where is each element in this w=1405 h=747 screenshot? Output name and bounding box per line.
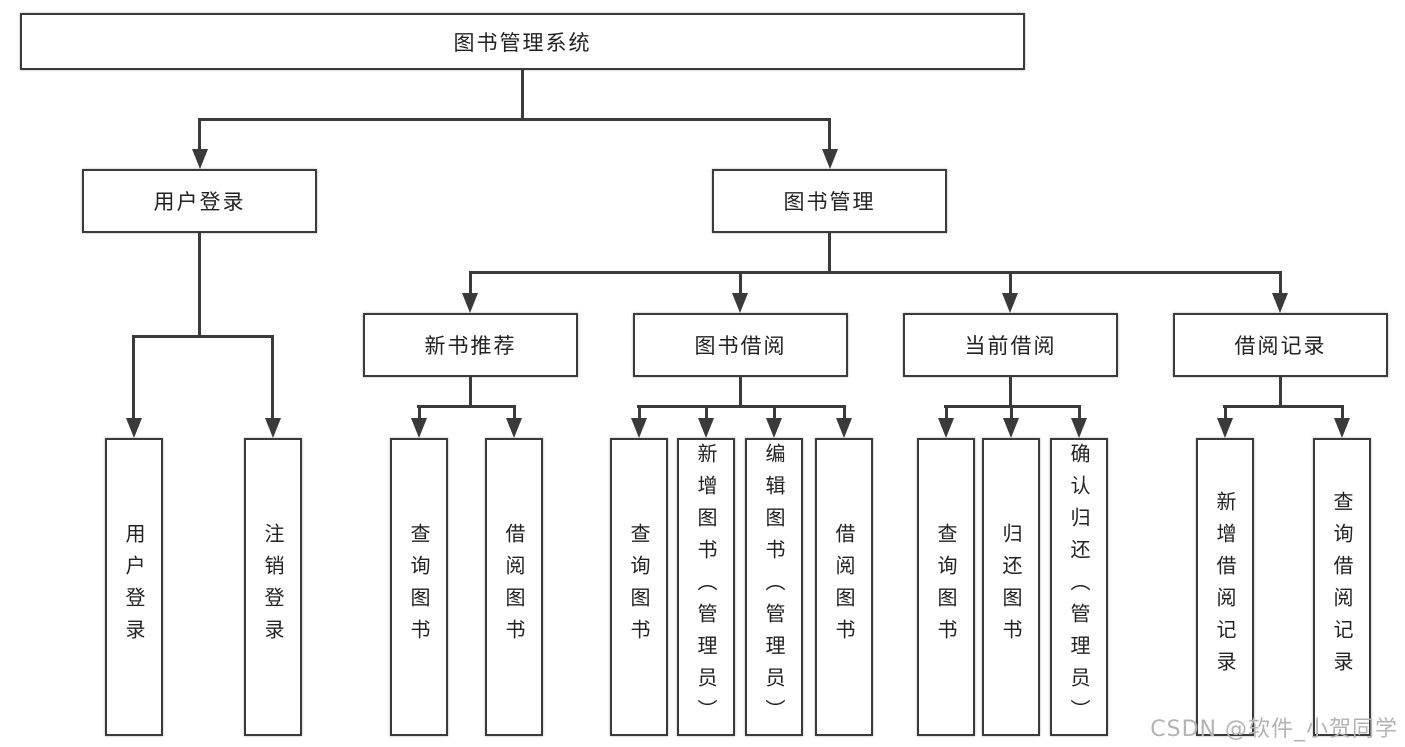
leaf-cb-confirm-return-admin: 确认归还（管理员）	[1050, 438, 1108, 736]
connector-arrow	[938, 418, 954, 438]
leaf-nb-query-book-label: 查询图书	[407, 523, 431, 651]
leaf-cb-query-book-label: 查询图书	[934, 523, 958, 651]
leaf-user-login: 用户登录	[105, 438, 163, 736]
leaf-nb-borrow-book-label: 借阅图书	[502, 523, 526, 651]
leaf-bb-query-book: 查询图书	[610, 438, 668, 736]
connector-line	[1010, 405, 1013, 418]
connector-line	[739, 377, 742, 408]
leaf-bb-add-book-admin: 新增图书（管理员）	[677, 438, 735, 736]
connector-arrow	[1003, 418, 1019, 438]
leaf-nb-borrow-book: 借阅图书	[485, 438, 543, 736]
connector-line	[132, 335, 135, 418]
leaf-bb-borrow-book-label: 借阅图书	[832, 523, 856, 651]
connector-arrow	[822, 149, 838, 169]
connector-line	[1078, 405, 1081, 418]
connector-arrow	[1272, 293, 1288, 313]
leaf-bb-edit-book-admin-label: 编辑图书（管理员）	[762, 443, 786, 731]
connector-arrow	[1217, 418, 1233, 438]
connector-line	[638, 405, 641, 418]
connector-line	[843, 405, 846, 418]
connector-line	[1341, 405, 1344, 418]
connector-line	[945, 405, 948, 418]
leaf-cb-return-book: 归还图书	[982, 438, 1040, 736]
connector-arrow	[766, 418, 782, 438]
leaf-cb-confirm-return-admin-label: 确认归还（管理员）	[1067, 443, 1091, 731]
watermark: CSDN @软件_小贺同学	[1150, 717, 1398, 742]
node-book-management-label: 图书管理	[783, 190, 876, 214]
node-new-book-recommend-label: 新书推荐	[424, 334, 517, 358]
connector-line	[469, 271, 1281, 274]
connector-line	[705, 405, 708, 418]
connector-line	[198, 233, 201, 338]
node-book-management: 图书管理	[712, 169, 947, 233]
connector-line	[773, 405, 776, 418]
leaf-bb-query-book-label: 查询图书	[627, 523, 651, 651]
node-root-label: 图书管理系统	[453, 30, 592, 55]
connector-line	[739, 271, 742, 293]
connector-line	[418, 405, 421, 418]
connector-line	[132, 335, 274, 338]
node-borrow-records-label: 借阅记录	[1234, 334, 1327, 358]
connector-line	[271, 335, 274, 418]
node-new-book-recommend: 新书推荐	[363, 313, 578, 377]
connector-line	[1279, 271, 1282, 293]
node-book-borrow: 图书借阅	[633, 313, 848, 377]
leaf-br-add-record: 新增借阅记录	[1196, 438, 1254, 736]
connector-arrow	[411, 418, 427, 438]
connector-arrow	[732, 293, 748, 313]
node-current-borrow-label: 当前借阅	[964, 334, 1057, 358]
connector-line	[1009, 377, 1012, 408]
connector-arrow	[462, 293, 478, 313]
connector-arrow	[506, 418, 522, 438]
connector-arrow	[698, 418, 714, 438]
node-book-borrow-label: 图书借阅	[694, 334, 787, 358]
connector-arrow	[631, 418, 647, 438]
connector-line	[513, 405, 516, 418]
connector-arrow	[265, 418, 281, 438]
leaf-cb-query-book: 查询图书	[917, 438, 975, 736]
connector-line	[1009, 271, 1012, 293]
connector-line	[1279, 377, 1282, 408]
leaf-logout-label: 注销登录	[261, 523, 285, 651]
leaf-br-query-record: 查询借阅记录	[1313, 438, 1371, 736]
node-root: 图书管理系统	[20, 13, 1025, 70]
leaf-user-login-label: 用户登录	[122, 523, 146, 651]
connector-line	[469, 271, 472, 293]
connector-line	[828, 233, 831, 274]
connector-line	[828, 118, 831, 149]
connector-line	[521, 70, 524, 121]
connector-line	[417, 405, 516, 408]
leaf-br-query-record-label: 查询借阅记录	[1330, 491, 1354, 683]
leaf-logout: 注销登录	[244, 438, 302, 736]
node-borrow-records: 借阅记录	[1173, 313, 1388, 377]
connector-line	[198, 118, 201, 149]
node-user-login-label: 用户登录	[153, 190, 246, 214]
connector-line	[1224, 405, 1227, 418]
connector-line	[1223, 405, 1343, 408]
connector-arrow	[1002, 293, 1018, 313]
leaf-bb-borrow-book: 借阅图书	[815, 438, 873, 736]
connector-line	[637, 405, 845, 408]
leaf-bb-add-book-admin-label: 新增图书（管理员）	[694, 443, 718, 731]
node-current-borrow: 当前借阅	[903, 313, 1118, 377]
leaf-br-add-record-label: 新增借阅记录	[1213, 491, 1237, 683]
connector-arrow	[1334, 418, 1350, 438]
leaf-nb-query-book: 查询图书	[390, 438, 448, 736]
connector-line	[198, 118, 831, 121]
connector-arrow	[836, 418, 852, 438]
connector-arrow	[1071, 418, 1087, 438]
node-user-login: 用户登录	[82, 169, 317, 233]
connector-arrow	[126, 418, 142, 438]
connector-arrow	[192, 149, 208, 169]
connector-line	[469, 377, 472, 408]
leaf-bb-edit-book-admin: 编辑图书（管理员）	[745, 438, 803, 736]
leaf-cb-return-book-label: 归还图书	[999, 523, 1023, 651]
